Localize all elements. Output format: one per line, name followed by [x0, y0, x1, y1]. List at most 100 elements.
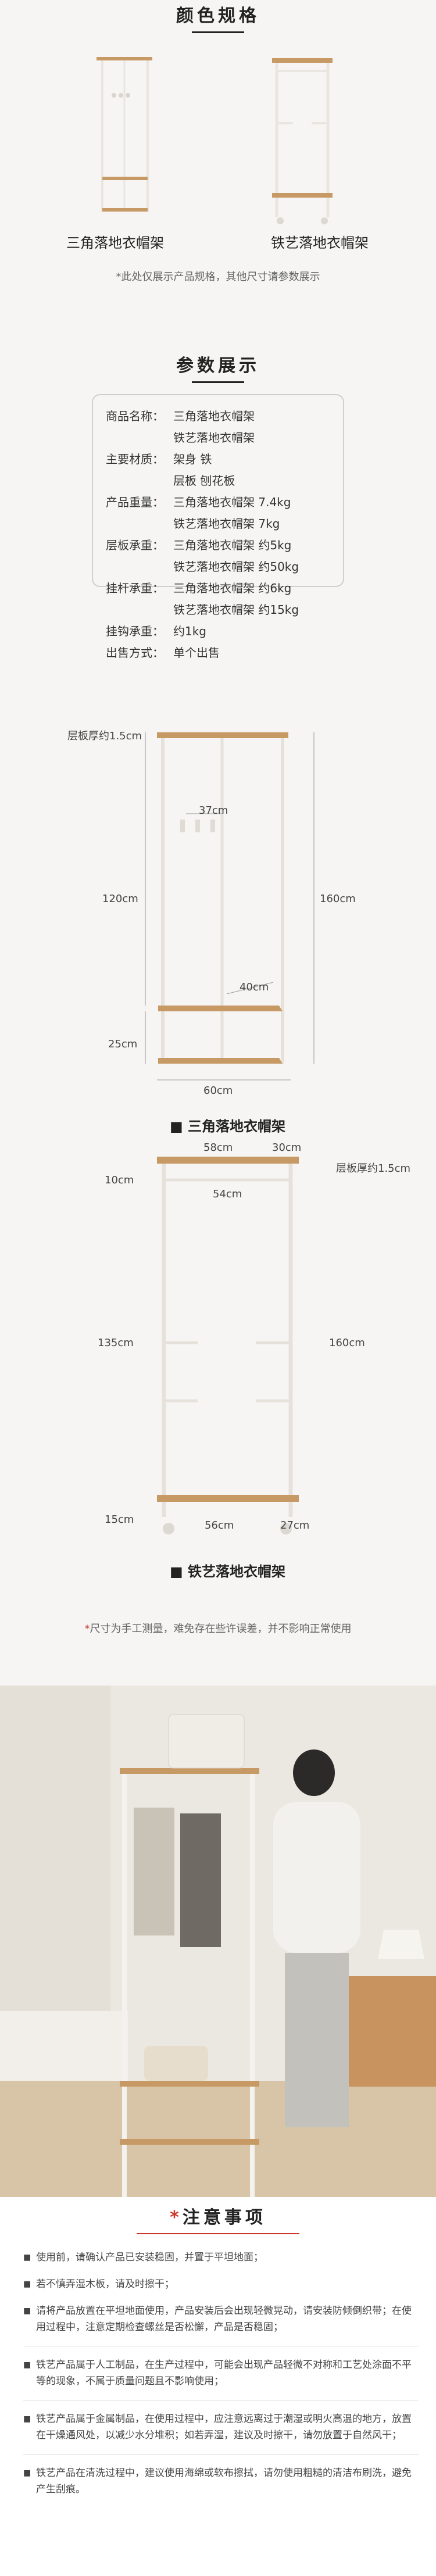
notice-text: 使用前，请确认产品已安装稳固，并置于平坦地面；: [36, 2252, 263, 2263]
spec-value: 三角落地衣帽架 7.4kg: [173, 495, 291, 509]
notice-title: *注意事项: [0, 2203, 436, 2234]
notice-text: 铁艺产品在清洗过程中，建议使用海绵或软布擦拭，请勿使用粗糙的清洁布刷洗，避免产生…: [36, 2467, 412, 2495]
spec-key: [106, 470, 173, 492]
bottom-depth-label: 27cm: [280, 1519, 310, 1532]
list-item: ■ 请将产品放置在平坦地面使用，产品安装后会出现轻微晃动，请安装防倾倒织带；在使用…: [23, 2303, 419, 2335]
iron-rack-diagram: [157, 1157, 299, 1534]
params-title-text: 参数展示: [176, 356, 260, 376]
notice-text: 铁艺产品属于金属制品，在使用过程中，应注意远离过于潮湿或明火高温的地方，放置在干…: [36, 2413, 412, 2441]
spec-row: 铁艺落地衣帽架 约50kg: [106, 556, 343, 578]
spec-row: 铁艺落地衣帽架 7kg: [106, 513, 343, 535]
triangle-rack-label: 三角落地衣帽架: [66, 235, 164, 251]
spec-value: 三角落地衣帽架 约6kg: [173, 581, 292, 595]
spec-value: 三角落地衣帽架: [173, 409, 255, 423]
title-underline: [137, 2233, 299, 2234]
spec-row: 挂杆承重： 三角落地衣帽架 约6kg: [106, 578, 343, 599]
spec-value: 三角落地衣帽架 约5kg: [173, 538, 292, 552]
notice-text: 请将产品放置在平坦地面使用，产品安装后会出现轻微晃动，请安装防倾倒织带；在使用过…: [36, 2305, 412, 2333]
spec-row: 层板承重： 三角落地衣帽架 约5kg: [106, 535, 343, 556]
spec-row: 出售方式： 单个出售: [106, 642, 343, 664]
iron-rack-caption: ■ 铁艺落地衣帽架: [170, 1564, 286, 1580]
spec-row: 主要材质： 架身 铁: [106, 449, 343, 470]
bullet-icon: ■: [23, 2280, 31, 2289]
spec-value: 铁艺落地衣帽架 7kg: [173, 517, 280, 531]
rod-width-label: 54cm: [213, 1188, 242, 1200]
bullet-icon: ■: [23, 2306, 31, 2316]
top-width-label: 58cm: [203, 1142, 233, 1154]
triangle-rack-caption: ■ 三角落地衣帽架: [170, 1118, 286, 1135]
list-item: ■ 使用前，请确认产品已安装稳固，并置于平坦地面；: [23, 2249, 419, 2266]
iron-rack-label: 铁艺落地衣帽架: [271, 235, 369, 251]
height-lower-label: 25cm: [108, 1038, 138, 1050]
height-total-label: 160cm: [320, 893, 356, 905]
spec-value: 层板 刨花板: [173, 474, 235, 488]
thickness-label-2: 层板厚约1.5cm: [336, 1162, 411, 1175]
spec-key: 层板承重：: [106, 538, 164, 552]
list-item: ■ 若不慎弄湿木板，请及时擦干；: [23, 2276, 419, 2292]
color-spec-title: 颜色规格: [0, 0, 436, 33]
spec-key: [106, 427, 173, 449]
spec-value: 架身 铁: [173, 452, 212, 466]
spec-value: 铁艺落地衣帽架: [173, 431, 255, 445]
notice-list: ■ 使用前，请确认产品已安装稳固，并置于平坦地面； ■ 若不慎弄湿木板，请及时擦干；…: [23, 2249, 419, 2508]
list-item: ■铁艺产品属于金属制品，在使用过程中，应注意远离过于潮湿或明火高温的地方，放置在…: [23, 2411, 419, 2443]
top-gap-label: 10cm: [105, 1174, 134, 1186]
notice-section: *注意事项 ■ 使用前，请确认产品已安装稳固，并置于平坦地面； ■ 若不慎弄湿木板，…: [0, 2197, 436, 2576]
note-star: *: [84, 1623, 90, 1635]
spec-row: 铁艺落地衣帽架: [106, 427, 343, 449]
spec-table: 商品名称： 三角落地衣帽架 铁艺落地衣帽架 主要材质： 架身 铁 层板 刨花板 产品…: [92, 394, 344, 660]
triangle-rack-image: [97, 57, 152, 212]
spec-row: 层板 刨花板: [106, 470, 343, 492]
color-spec-section: 颜色规格 三角落地衣帽架 铁艺落地衣帽架 *此处仅展示产品规格，其他尺寸请参: [0, 0, 436, 302]
params-section: 参数展示 商品名称： 三角落地衣帽架 铁艺落地衣帽架 主要材质： 架身 铁 层板 刨…: [0, 302, 436, 1686]
bullet-icon: ■: [23, 2253, 31, 2262]
spec-key: [106, 599, 173, 621]
bottom-width-label: 56cm: [205, 1519, 234, 1532]
spec-key: 挂钩承重：: [106, 624, 164, 638]
spec-value: 铁艺落地衣帽架 约15kg: [173, 603, 299, 617]
notice-title-text: 注意事项: [182, 2208, 266, 2228]
lifestyle-photo: [0, 1686, 436, 2197]
top-depth-label: 30cm: [272, 1142, 302, 1154]
room-scene-image: [0, 1686, 436, 2197]
bullet-icon: ■: [23, 2468, 31, 2478]
middle-height-label: 135cm: [98, 1337, 134, 1349]
caption-text: 三角落地衣帽架: [188, 1118, 286, 1135]
shelf-depth-label: 40cm: [240, 981, 269, 993]
spec-key: [106, 513, 173, 535]
triangle-rack-dimension-lines: [145, 732, 315, 1081]
spec-value: 约1kg: [173, 624, 207, 638]
spec-value: 铁艺落地衣帽架 约50kg: [173, 560, 299, 574]
spec-key: 商品名称：: [106, 409, 164, 423]
title-underline: [192, 381, 244, 383]
bullet-icon: ■: [23, 2360, 31, 2370]
spec-value: 单个出售: [173, 646, 220, 660]
list-item: ■ 铁艺产品属于人工制品，在生产过程中，可能会出现产品轻微不对称和工艺处涂面不平等…: [23, 2357, 419, 2389]
spec-key: [106, 556, 173, 578]
divider: [23, 2454, 419, 2455]
caption-text: 铁艺落地衣帽架: [188, 1564, 286, 1580]
triangle-rack-diagram: [157, 732, 288, 1064]
spec-key: 产品重量：: [106, 495, 164, 509]
total-height-label-2: 160cm: [329, 1337, 365, 1349]
params-title: 参数展示: [0, 351, 436, 383]
color-spec-title-text: 颜色规格: [176, 6, 260, 26]
title-underline: [192, 31, 244, 33]
spec-row: 商品名称： 三角落地衣帽架: [106, 406, 343, 427]
spec-key: 主要材质：: [106, 452, 164, 466]
height-upper-label: 120cm: [102, 893, 138, 905]
width-label: 60cm: [203, 1085, 233, 1097]
spec-row: 铁艺落地衣帽架 约15kg: [106, 599, 343, 621]
notice-text: 若不慎弄湿木板，请及时擦干；: [36, 2278, 174, 2290]
measure-note: *尺寸为手工测量，难免存在些许误差，并不影响正常使用: [0, 1620, 436, 1636]
spec-key: 挂杆承重：: [106, 581, 164, 595]
bottom-gap-label: 15cm: [105, 1514, 134, 1526]
thickness-label: 层板厚约1.5cm: [67, 730, 142, 742]
notice-text: 铁艺产品属于人工制品，在生产过程中，可能会出现产品轻微不对称和工艺处涂面不平等的…: [36, 2359, 412, 2387]
spec-key: 出售方式：: [106, 646, 164, 660]
color-spec-note: *此处仅展示产品规格，其他尺寸请参数展示: [116, 271, 320, 283]
hook-width-label: 37cm: [199, 804, 228, 817]
notice-title-star: *: [170, 2208, 183, 2228]
spec-row: 挂钩承重： 约1kg: [106, 621, 343, 642]
